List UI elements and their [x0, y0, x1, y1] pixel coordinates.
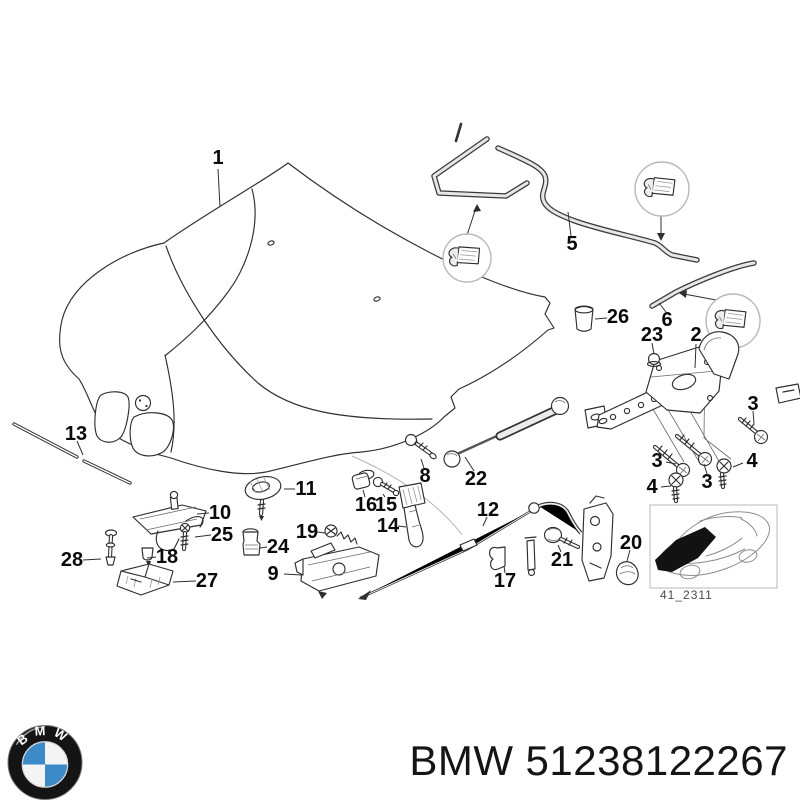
lock-9: [294, 542, 380, 599]
part-label-11: 11: [295, 478, 317, 500]
hood-emblem: [134, 394, 152, 412]
cable-clip-17: [488, 536, 537, 577]
rivet-28: [104, 529, 118, 566]
part-label-25: 25: [210, 524, 234, 546]
part-label-4: 4: [646, 476, 658, 498]
part-label-13: 13: [64, 423, 88, 445]
part-label-22: 22: [464, 468, 488, 490]
kidney-grilles: [94, 391, 174, 457]
part-label-17: 17: [493, 570, 517, 592]
part-label-3: 3: [701, 471, 713, 493]
parts-diagram-art: [12, 122, 800, 600]
thumbnail-code: 41_2311: [660, 588, 713, 602]
part-label-10: 10: [208, 502, 232, 524]
part-label-12: 12: [476, 499, 500, 521]
buffer-24: [242, 528, 261, 556]
hinge-screws-hex: [652, 416, 769, 478]
hood-seal-rear: [649, 260, 757, 309]
bracket-27: [116, 563, 174, 596]
hood-seal-front: [431, 122, 700, 263]
rubber-cap: [574, 305, 594, 332]
car-location-thumbnail: [649, 504, 778, 589]
catch-screw-25: [179, 522, 191, 552]
part-label-20: 20: [619, 532, 643, 554]
hood-hinge: [584, 331, 800, 466]
part-label-24: 24: [266, 536, 290, 558]
part-label-1: 1: [212, 147, 224, 169]
cap-16: [351, 472, 371, 490]
part-label-6: 6: [661, 309, 673, 331]
part-label-28: 28: [60, 549, 84, 571]
part-label-16: 16: [354, 494, 378, 516]
part-label-2: 2: [690, 324, 702, 346]
brand-text: BMW: [409, 737, 514, 784]
knob-screw-21: [543, 526, 581, 550]
part-label-21: 21: [550, 549, 574, 571]
hood-panel: [59, 162, 555, 536]
gas-strut: [443, 396, 570, 468]
part-label-27: 27: [195, 570, 219, 592]
rubber-cone-20: [615, 561, 639, 586]
part-label-9: 9: [267, 563, 279, 585]
part-label-4: 4: [746, 450, 758, 472]
part-label-3: 3: [747, 393, 759, 415]
part-label-26: 26: [606, 306, 630, 328]
bmw-logo-icon: BMW: [7, 725, 83, 800]
part-label-3: 3: [651, 450, 663, 472]
release-lever: [398, 482, 426, 548]
part-label-14: 14: [376, 515, 400, 537]
bowden-cable: [358, 501, 583, 600]
valve-fitting-15: [372, 476, 400, 497]
part-label-23: 23: [640, 324, 664, 346]
part-label-8: 8: [419, 465, 431, 487]
spring-screw-19: [324, 524, 358, 545]
leader-lines: [76, 168, 755, 583]
latch-bracket: [581, 495, 614, 582]
part-label-5: 5: [566, 233, 578, 255]
washer-plate: [244, 476, 282, 521]
part-label-15: 15: [374, 494, 398, 516]
part-label-18: 18: [155, 546, 179, 568]
hinge-screws-phillips: [668, 458, 732, 504]
prop-rod: [12, 422, 132, 485]
part-label-19: 19: [295, 521, 319, 543]
part-number-text: 51238122267: [525, 737, 788, 784]
